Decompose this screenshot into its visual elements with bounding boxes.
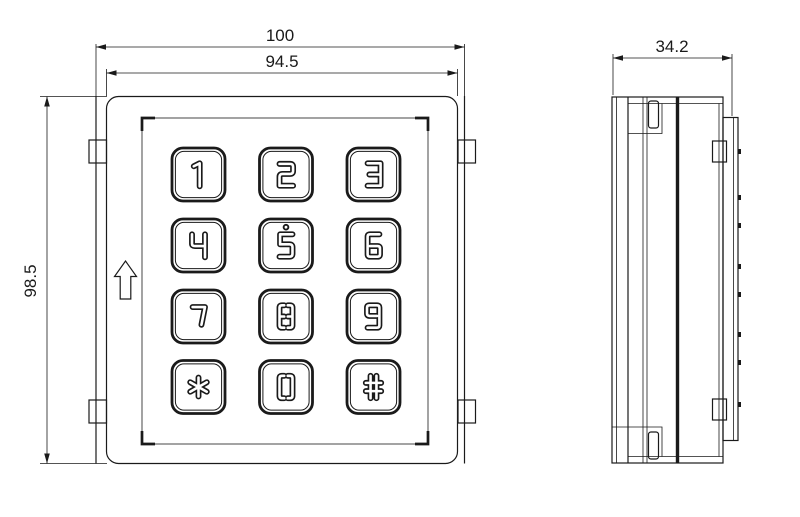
rear-housing [722,116,739,442]
bottom-bracket-tab [647,431,660,460]
keypad-key-3 [345,146,402,203]
tactile-dot [282,223,290,231]
key-glyph-* [187,374,210,400]
keypad-key-9 [345,288,402,345]
arrowhead-left [96,44,106,50]
clip-tab-left-top [88,139,108,164]
dimension-depth-label: 34.2 [655,37,688,56]
clip-tab-right-top [457,139,477,164]
key-inner-border [349,150,398,199]
dimension-height: 98.5 [21,96,107,464]
keypad-key-2 [258,146,314,203]
clip-tab-right-bottom [457,399,477,424]
keypad-key-4 [170,217,227,274]
key-glyph-8 [276,302,296,331]
key-glyph-7 [189,304,208,328]
key-inner-border [174,363,223,411]
key-inner-border [349,363,398,411]
key-glyph-3 [364,160,384,189]
arrowhead-right [454,44,465,50]
top-bracket-tab [647,100,660,129]
rear-clip-marks [738,149,741,407]
key-inner-border [174,150,223,199]
key-glyph-6 [364,231,383,260]
key-glyph-5 [276,223,296,260]
key-inner-border [262,363,310,411]
top-bracket-shelf [628,103,663,134]
keypad-key-6 [345,217,402,274]
keypad-corner-mark-tr [415,116,430,131]
arrowhead-left [613,55,623,61]
key-glyph-4 [189,231,208,261]
key-glyph-# [362,372,385,402]
keypad-key-# [345,359,402,415]
key-inner-border [174,221,223,270]
arrowhead-right [447,70,458,76]
arrowhead-left [106,70,117,76]
module-body-outline [611,96,724,464]
key-inner-border [349,221,398,270]
dimension-depth: 34.2 [612,37,733,116]
dimension-plate-width: 94.5 [106,52,458,96]
key-glyph-0 [276,372,296,402]
dimension-overall-width: 100 [95,26,465,96]
key-glyph-9 [364,302,383,331]
dimension-plate-width-label: 94.5 [265,52,298,71]
bottom-bracket-shelf [612,426,663,457]
key-glyph-1 [190,160,203,190]
key-inner-border [174,292,223,341]
orientation-up-arrow-icon [113,259,138,300]
arrowhead-right [722,55,732,61]
keypad-area-border [141,117,429,445]
keypad-keys [170,146,402,415]
keypad-key-* [170,359,227,415]
keypad-key-7 [170,288,227,345]
front-view: 100 94.5 98.5 [21,26,477,465]
key-inner-border [262,221,310,270]
keypad-corner-mark-bl [140,431,155,446]
rear-boss-top [711,140,728,163]
dimension-height-label: 98.5 [21,264,40,297]
keypad-corner-mark-br [415,431,430,446]
keypad-key-5 [258,217,314,274]
key-outer-border [170,288,227,345]
key-inner-border [262,150,310,199]
rear-boss-bottom [711,398,728,421]
key-inner-border [349,292,398,341]
face-plate [105,95,459,465]
arrowhead-bottom [44,453,50,464]
keypad-key-8 [258,288,314,345]
keypad-key-0 [258,359,314,415]
keypad-key-1 [170,146,227,203]
side-view: 34.2 [611,37,741,464]
key-glyph-2 [276,160,297,189]
clip-tab-left-bottom [88,399,108,424]
key-outer-border [258,359,314,415]
keypad-corner-mark-tl [140,116,155,131]
dimension-overall-width-label: 100 [266,26,294,45]
key-inner-border [262,292,310,341]
arrowhead-top [44,96,50,107]
